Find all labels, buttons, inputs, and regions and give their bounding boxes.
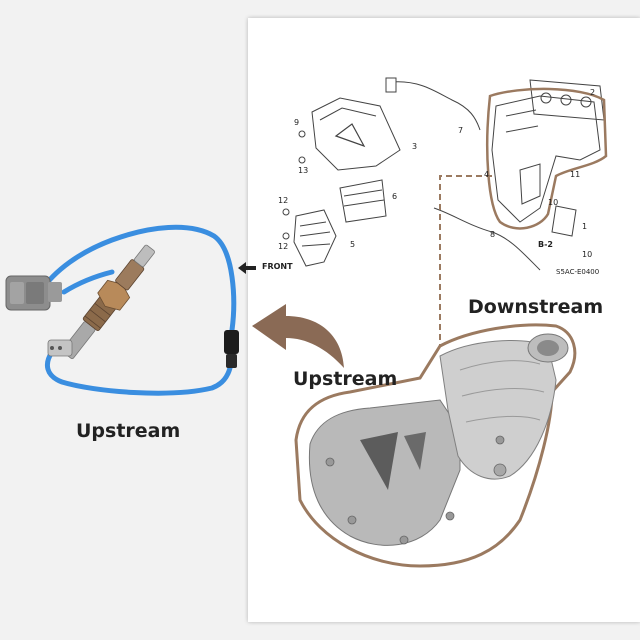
gasket-stack bbox=[339, 179, 387, 223]
heat-shield-lower bbox=[293, 209, 337, 267]
sensor-panel bbox=[0, 0, 248, 640]
front-arrow-icon bbox=[238, 262, 256, 274]
callout-10b: 10 bbox=[582, 250, 593, 259]
sensor-cable-inner bbox=[61, 269, 115, 295]
callout-5: 5 bbox=[350, 240, 356, 249]
callout-2: 2 bbox=[590, 88, 596, 97]
upstream-sensor-label: Upstream bbox=[76, 420, 181, 442]
callout-1: 1 bbox=[582, 222, 588, 231]
dashed-link-line bbox=[439, 175, 492, 360]
callout-4: 4 bbox=[484, 170, 490, 179]
diagram-sensor-wire-top bbox=[391, 81, 481, 131]
front-label: FRONT bbox=[262, 262, 293, 271]
callout-10a: 10 bbox=[548, 198, 559, 207]
oxygen-sensor-illustration bbox=[5, 224, 239, 396]
catalytic-converter-illustration bbox=[294, 323, 577, 568]
sensor-connector bbox=[5, 275, 62, 311]
exploded-parts-diagram bbox=[282, 77, 605, 271]
callout-12a: 12 bbox=[278, 196, 289, 205]
diagram-code: S5AC-E0400 bbox=[556, 268, 600, 276]
heat-shield-upper bbox=[311, 97, 401, 171]
diagram-manifold bbox=[491, 95, 601, 223]
callout-11: 11 bbox=[570, 170, 581, 179]
upstream-arrow-icon bbox=[252, 304, 344, 368]
callout-13: 13 bbox=[298, 166, 309, 175]
callout-3: 3 bbox=[412, 142, 418, 151]
sensor-tip bbox=[47, 339, 73, 357]
callout-12b: 12 bbox=[278, 242, 289, 251]
sensor-cable-return bbox=[44, 347, 235, 396]
callout-9: 9 bbox=[294, 118, 300, 127]
callout-6: 6 bbox=[392, 192, 398, 201]
upstream-arrow-label: Upstream bbox=[293, 368, 398, 390]
diagram-sensor-wire-bottom bbox=[433, 207, 541, 271]
diagram-highlight-outline bbox=[486, 87, 608, 230]
cable-boot bbox=[224, 330, 239, 354]
callout-7: 7 bbox=[458, 126, 464, 135]
downstream-label: Downstream bbox=[468, 296, 604, 318]
diagram-ref-b2: B-2 bbox=[538, 240, 553, 249]
callout-8: 8 bbox=[490, 230, 496, 239]
sensor-cable bbox=[37, 224, 237, 333]
